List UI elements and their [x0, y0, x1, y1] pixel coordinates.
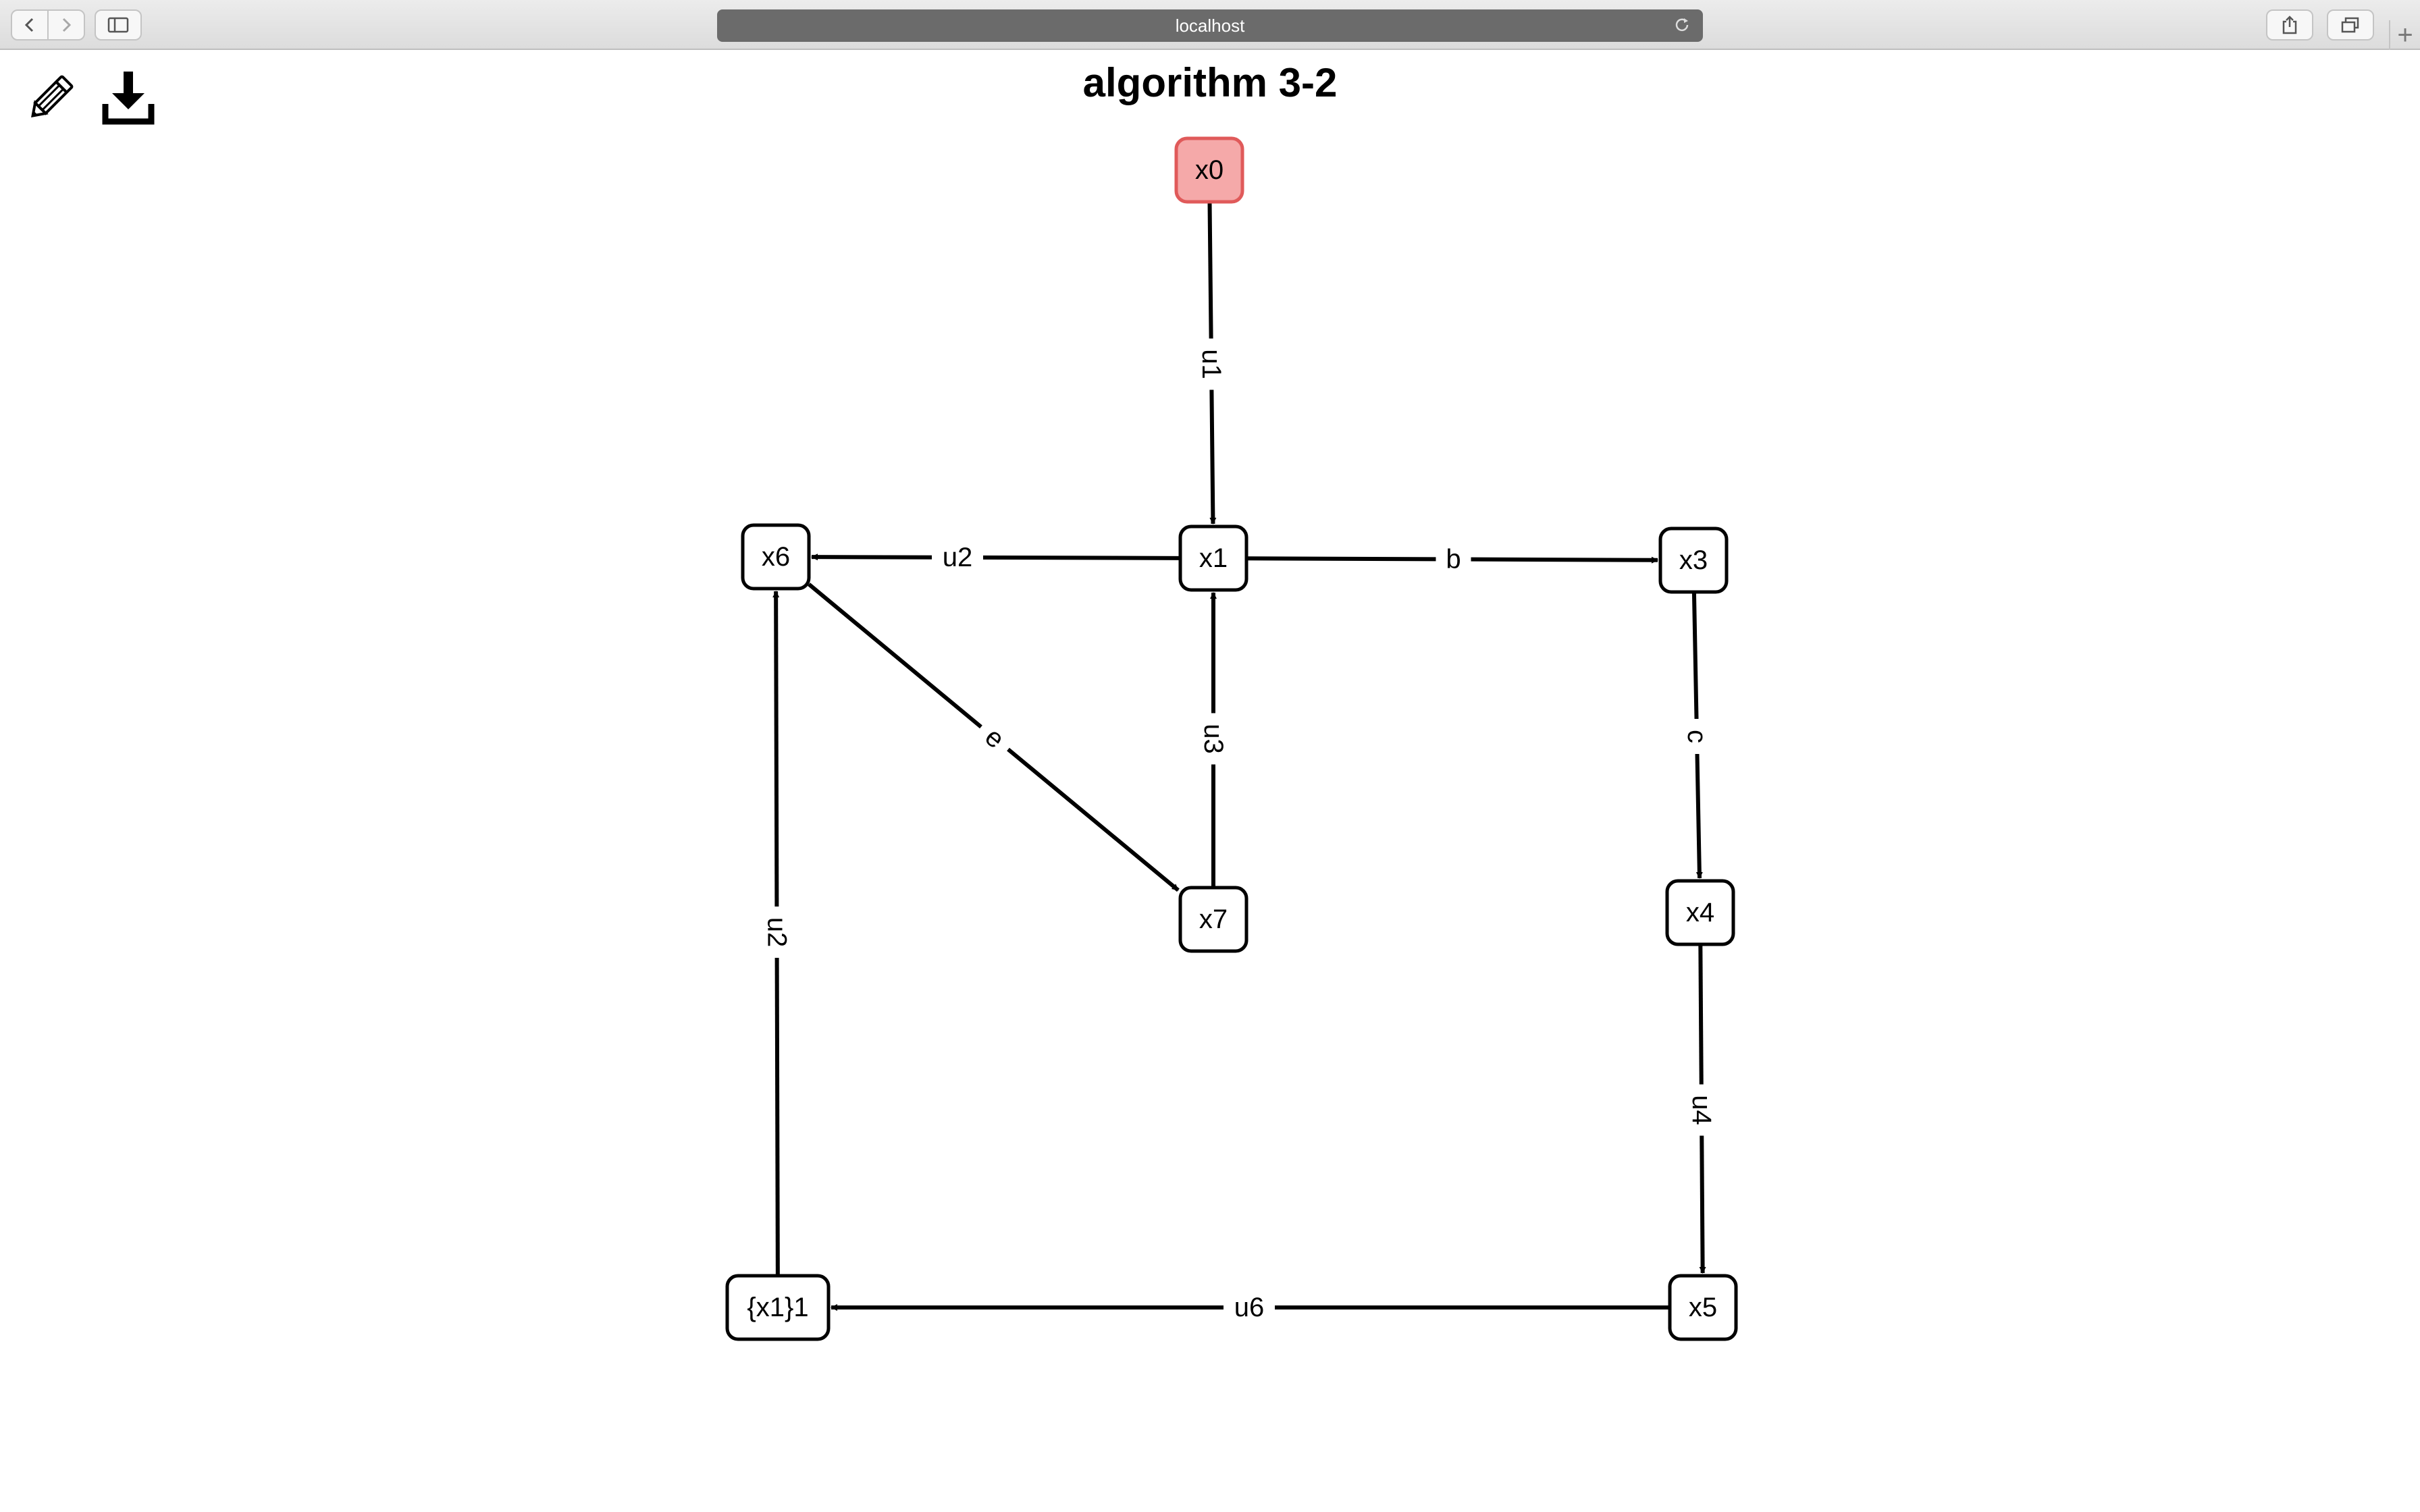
edge-x6-x7: e [808, 583, 1180, 892]
edit-button[interactable] [23, 70, 77, 127]
edge-label-background [1196, 713, 1231, 765]
node-x1[interactable]: x1 [1178, 524, 1248, 592]
tabs-overview-button[interactable] [2327, 9, 2374, 40]
edge-line [811, 554, 1181, 561]
edge-label-background [759, 907, 795, 958]
edge-label: c [1682, 730, 1712, 743]
chevron-left-icon [24, 18, 34, 32]
node-x5[interactable]: x5 [1668, 1274, 1738, 1341]
address-text: localhost [1175, 15, 1245, 36]
edge-label: u4 [1687, 1095, 1716, 1125]
back-button[interactable] [12, 11, 47, 39]
node-box [1665, 879, 1735, 946]
address-bar[interactable]: localhost [717, 9, 1703, 42]
node-label: x4 [1686, 898, 1714, 927]
edge-label: u2 [943, 543, 973, 572]
node-label: x5 [1689, 1293, 1717, 1322]
edge-label-background [931, 539, 984, 575]
node-box [1658, 526, 1729, 594]
download-icon [102, 72, 155, 125]
edge-x4-x5: u4 [1684, 944, 1719, 1274]
node-label: x1 [1199, 543, 1228, 573]
edge-label: u3 [1199, 724, 1228, 754]
new-tab-button[interactable]: + [2389, 20, 2420, 50]
edge-label-background [1679, 719, 1714, 754]
edge-label: u2 [762, 917, 792, 948]
node-box [1178, 886, 1248, 953]
navigation-buttons [11, 9, 85, 40]
node-label: x6 [762, 542, 790, 572]
node-x11[interactable]: {x1}1 [725, 1274, 831, 1341]
download-button[interactable] [100, 68, 157, 127]
node-x4[interactable]: x4 [1665, 879, 1735, 946]
share-button[interactable] [2266, 9, 2313, 40]
edge-x11-x6: u2 [759, 591, 795, 1276]
edge-x3-x4: c [1679, 591, 1714, 880]
edge-x0-x1: u1 [1194, 201, 1229, 525]
edge-label: u1 [1196, 349, 1226, 379]
edge-x5-x11: u6 [831, 1290, 1670, 1325]
node-box [1178, 524, 1248, 592]
edge-label-background [1684, 1084, 1719, 1136]
pencil-icon [31, 75, 74, 117]
edge-label-background [970, 713, 1020, 763]
sidebar-toggle-button[interactable] [95, 9, 142, 40]
edge-label-background [1224, 1290, 1275, 1325]
node-x0[interactable]: x0 [1174, 136, 1244, 204]
forward-button[interactable] [47, 11, 84, 39]
node-label: {x1}1 [747, 1293, 808, 1322]
plus-icon: + [2397, 20, 2413, 50]
edge-label-background [1436, 541, 1471, 577]
browser-toolbar: localhost + [0, 0, 2420, 50]
reload-icon[interactable] [1672, 15, 1692, 35]
node-box [1174, 136, 1244, 204]
edge-x7-x1: u3 [1196, 592, 1231, 888]
node-box [1668, 1274, 1738, 1341]
node-label: x3 [1679, 545, 1708, 575]
page-title: algorithm 3-2 [1082, 60, 1338, 105]
edge-x1-x6: u2 [811, 539, 1181, 575]
node-label: x7 [1199, 905, 1228, 934]
edge-label: u6 [1234, 1293, 1265, 1322]
share-icon [2282, 16, 2297, 34]
sidebar-icon [107, 17, 129, 33]
edge-label: b [1446, 544, 1461, 574]
node-x7[interactable]: x7 [1178, 886, 1248, 953]
node-box [725, 1274, 831, 1341]
node-box [741, 523, 811, 591]
tabs-icon [2341, 17, 2359, 33]
chevron-right-icon [62, 18, 72, 32]
node-x3[interactable]: x3 [1658, 526, 1729, 594]
node-label: x0 [1195, 155, 1224, 185]
node-x6[interactable]: x6 [741, 523, 811, 591]
edge-x1-x3: b [1246, 541, 1658, 577]
edge-label-background [1194, 338, 1229, 390]
